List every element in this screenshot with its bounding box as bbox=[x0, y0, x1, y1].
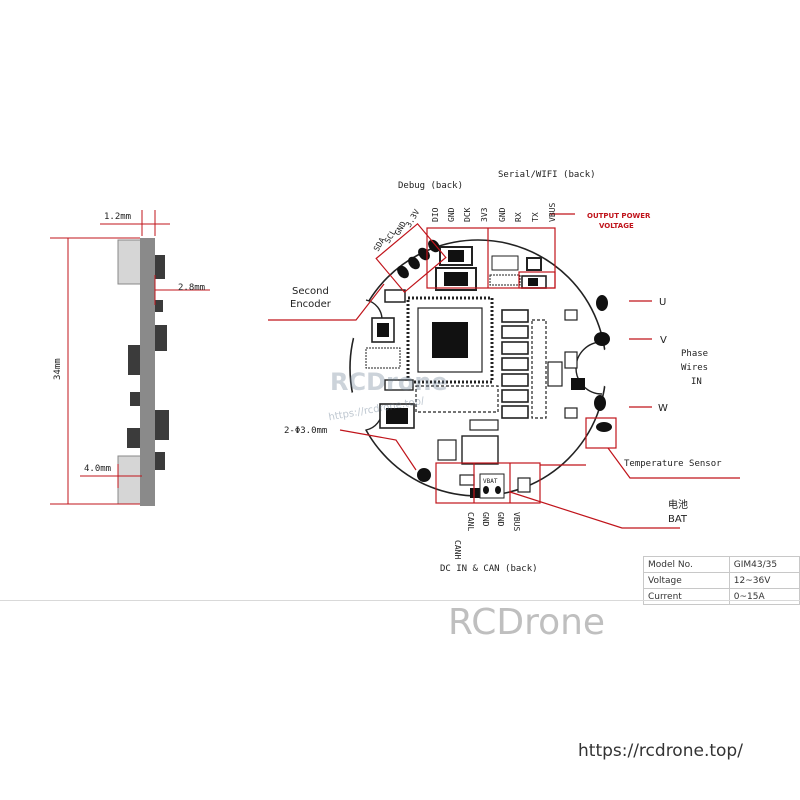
encoder-box bbox=[375, 222, 447, 294]
side-component bbox=[130, 392, 140, 406]
side-component bbox=[155, 452, 165, 470]
temp-sensor-box bbox=[585, 417, 617, 449]
second-encoder-label: Second bbox=[292, 286, 329, 297]
temperature-sensor-label: Temperature Sensor bbox=[624, 459, 722, 469]
phase-w-label: W bbox=[658, 403, 668, 414]
can-pin-label: CANH bbox=[453, 540, 462, 559]
board-notch bbox=[342, 390, 382, 430]
dim-height-label: 34mm bbox=[53, 358, 63, 380]
side-component bbox=[155, 300, 163, 312]
phase-u-label: U bbox=[659, 297, 666, 308]
spec-row: Voltage 12~36V bbox=[643, 572, 800, 589]
component bbox=[489, 274, 521, 286]
side-component bbox=[127, 428, 140, 448]
debug-pin-label: 3V3 bbox=[480, 207, 489, 222]
mosfet-array bbox=[415, 309, 547, 465]
spec-value: 12~36V bbox=[728, 572, 800, 589]
phase-pad-u bbox=[596, 295, 608, 311]
dc-in-can-title: DC IN & CAN (back) bbox=[440, 564, 538, 574]
side-board-profile bbox=[140, 238, 155, 506]
callout-boxes bbox=[375, 222, 617, 504]
output-power-label: OUTPUT POWER bbox=[587, 212, 651, 220]
phase-wires-label: Phase bbox=[681, 349, 708, 359]
debug-pin-label: DCK bbox=[463, 207, 472, 222]
leader-lines bbox=[268, 213, 740, 529]
battery-label: BAT bbox=[668, 514, 688, 525]
phase-pad-v bbox=[594, 332, 610, 346]
mounting-hole-label: 2-Φ3.0mm bbox=[284, 426, 327, 436]
side-component bbox=[155, 255, 165, 279]
output-voltage-label: VOLTAGE bbox=[599, 222, 634, 230]
vbat-silk: VBAT bbox=[483, 478, 498, 485]
second-encoder-label: Encoder bbox=[290, 299, 332, 310]
divider bbox=[0, 600, 800, 601]
spec-key: Model No. bbox=[643, 556, 730, 573]
serial-header-title: Serial/WIFI (back) bbox=[498, 170, 596, 180]
brand-logo-text: RCDrone bbox=[448, 602, 606, 643]
spec-value: GIM43/35 bbox=[728, 556, 800, 573]
mcu-die bbox=[432, 322, 468, 358]
phase-v-label: V bbox=[660, 335, 667, 346]
spec-table: Model No. GIM43/35 Voltage 12~36V Curren… bbox=[643, 556, 800, 605]
mounting-hole-pad bbox=[417, 468, 431, 482]
debug-header-title: Debug (back) bbox=[398, 181, 463, 191]
board-notch bbox=[595, 346, 639, 390]
site-url[interactable]: https://rcdrone.top/ bbox=[578, 741, 743, 761]
side-component bbox=[155, 325, 167, 351]
dim-top-label: 1.2mm bbox=[104, 212, 131, 222]
dim-right-label: 2.8mm bbox=[178, 283, 205, 293]
phase-wires-label: Wires bbox=[681, 363, 708, 373]
debug-pin-label: GND bbox=[447, 207, 456, 222]
serial-pin-label: TX bbox=[531, 212, 540, 222]
can-pin-label: CANL bbox=[466, 512, 475, 531]
temperature-sensor-pad bbox=[596, 422, 612, 432]
dim-bottom-label: 4.0mm bbox=[84, 464, 111, 474]
board-top-view: VBAT bbox=[342, 239, 639, 499]
phase-pad-w bbox=[594, 395, 606, 411]
can-box bbox=[435, 462, 541, 504]
serial-pin-label: GND bbox=[498, 207, 507, 222]
battery-cn-label: 电池 bbox=[668, 498, 688, 511]
debug-pin-label: DIO bbox=[431, 207, 440, 222]
phase-wires-label: IN bbox=[691, 377, 702, 387]
watermark-brand: RCDrone bbox=[330, 368, 448, 396]
spec-key: Current bbox=[643, 588, 730, 605]
can-pin-label: GND bbox=[481, 512, 490, 527]
side-component bbox=[155, 410, 169, 440]
component bbox=[491, 255, 519, 271]
spec-key: Voltage bbox=[643, 572, 730, 589]
spec-row: Current 0~15A bbox=[643, 588, 800, 605]
debug-serial-box bbox=[426, 227, 556, 289]
serial-pin-label: VBUS bbox=[548, 203, 557, 222]
spec-row: Model No. GIM43/35 bbox=[643, 556, 800, 573]
can-pin-label: GND bbox=[496, 512, 505, 527]
serial-pin-label: RX bbox=[514, 212, 523, 222]
side-component bbox=[128, 345, 140, 375]
can-pin-label: VBUS bbox=[512, 512, 521, 531]
spec-value: 0~15A bbox=[728, 588, 800, 605]
side-view: 1.2mm 2.8mm 34mm 4.0mm bbox=[50, 210, 210, 506]
